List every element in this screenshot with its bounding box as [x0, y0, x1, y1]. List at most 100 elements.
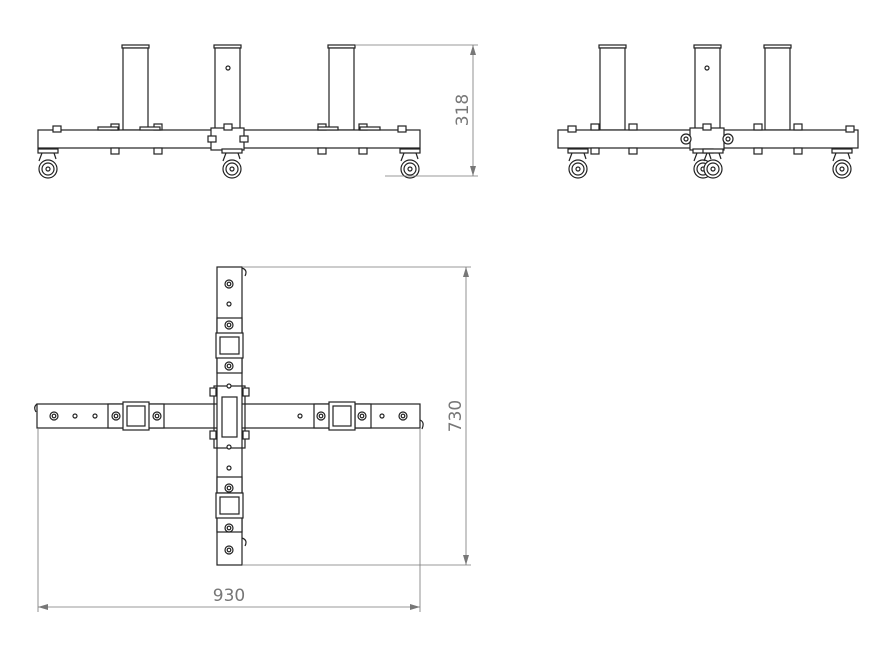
- nut-icon: [110, 147, 120, 155]
- pin-hole: [225, 65, 231, 71]
- caster-wheel-inner: [835, 162, 849, 176]
- nut-icon: [753, 123, 763, 131]
- side-view: [557, 44, 859, 179]
- dimension-label-730: 730: [446, 400, 466, 432]
- post-square-inner: [332, 405, 352, 427]
- front-view: [37, 44, 421, 179]
- nut-icon: [702, 123, 712, 131]
- bolt-center: [226, 322, 232, 328]
- caster-fork: [568, 152, 587, 162]
- caster-plate: [702, 148, 724, 154]
- bolt-center: [226, 485, 232, 491]
- bolt-center: [400, 413, 406, 419]
- nut-icon: [153, 147, 163, 155]
- post: [214, 47, 241, 131]
- nut-icon: [567, 125, 577, 133]
- caster-fork: [703, 152, 722, 162]
- caster-plate: [37, 148, 59, 154]
- nut-icon: [793, 123, 803, 131]
- bolt-center: [154, 413, 160, 419]
- nut-icon: [845, 125, 855, 133]
- side-nut: [209, 387, 217, 397]
- dimension-depth: 730: [242, 266, 471, 566]
- nut-icon: [628, 147, 638, 155]
- bolt-center: [51, 413, 57, 419]
- side-nut: [242, 430, 250, 440]
- nut-icon: [223, 123, 233, 131]
- post-square-inner: [219, 336, 240, 355]
- caster-plate: [831, 148, 853, 154]
- caster-wheel-inner: [225, 162, 239, 176]
- nut-icon: [753, 147, 763, 155]
- caster-plate: [567, 148, 589, 154]
- caster-plate: [221, 148, 243, 154]
- bolt-center: [113, 413, 119, 419]
- post-square-inner: [219, 496, 240, 515]
- caster-wheel-inner: [403, 162, 417, 176]
- post-flange: [139, 126, 161, 131]
- post: [694, 47, 721, 131]
- dimension-label-930: 930: [213, 586, 245, 606]
- post: [599, 47, 626, 131]
- caster-axle: [575, 166, 581, 172]
- post-flange: [97, 126, 119, 131]
- caster-axle: [407, 166, 413, 172]
- caster-axle: [229, 166, 235, 172]
- pin-hole: [704, 65, 710, 71]
- side-nut: [242, 387, 250, 397]
- hole: [72, 413, 78, 419]
- hole: [226, 444, 232, 450]
- nut-icon: [239, 135, 249, 143]
- caster-fork: [693, 152, 712, 162]
- caster-fork: [832, 152, 851, 162]
- post-flange: [317, 126, 339, 131]
- caster-hook: [34, 267, 424, 547]
- nut-icon: [590, 147, 600, 155]
- post-square-inner: [126, 405, 146, 427]
- dimension-height: 318: [355, 44, 478, 177]
- caster-axle: [710, 166, 716, 172]
- nut-icon: [628, 123, 638, 131]
- side-bolt-center: [725, 136, 731, 142]
- bolt-center: [226, 547, 232, 553]
- bolt-center: [359, 413, 365, 419]
- caster-axle: [839, 166, 845, 172]
- hole: [226, 301, 232, 307]
- side-bolt-center: [683, 136, 689, 142]
- hole: [297, 413, 303, 419]
- center-bracket: [689, 127, 725, 151]
- caster-fork: [222, 152, 241, 162]
- caster-wheel-inner: [571, 162, 585, 176]
- dimension-label-318: 318: [453, 94, 473, 126]
- dimension-width: 930: [37, 428, 421, 612]
- caster-wheel-inner: [706, 162, 720, 176]
- nut-icon: [793, 147, 803, 155]
- post: [764, 47, 791, 131]
- hole: [92, 413, 98, 419]
- caster-axle: [45, 166, 51, 172]
- hole: [226, 383, 232, 389]
- caster-fork: [38, 152, 57, 162]
- post: [328, 47, 355, 131]
- caster-plate: [399, 148, 421, 154]
- center-slot: [221, 396, 238, 438]
- nut-icon: [358, 147, 368, 155]
- nut-icon: [397, 125, 407, 133]
- hole: [226, 465, 232, 471]
- post: [122, 47, 149, 131]
- bolt-center: [226, 281, 232, 287]
- top-view: [34, 266, 424, 566]
- bolt-center: [226, 363, 232, 369]
- caster-wheel-inner: [41, 162, 55, 176]
- nut-icon: [52, 125, 62, 133]
- bolt-center: [226, 525, 232, 531]
- nut-icon: [317, 147, 327, 155]
- nut-icon: [207, 135, 217, 143]
- bolt-center: [318, 413, 324, 419]
- post-flange: [359, 126, 381, 131]
- side-nut: [209, 430, 217, 440]
- caster-fork: [400, 152, 419, 162]
- nut-icon: [590, 123, 600, 131]
- hole: [379, 413, 385, 419]
